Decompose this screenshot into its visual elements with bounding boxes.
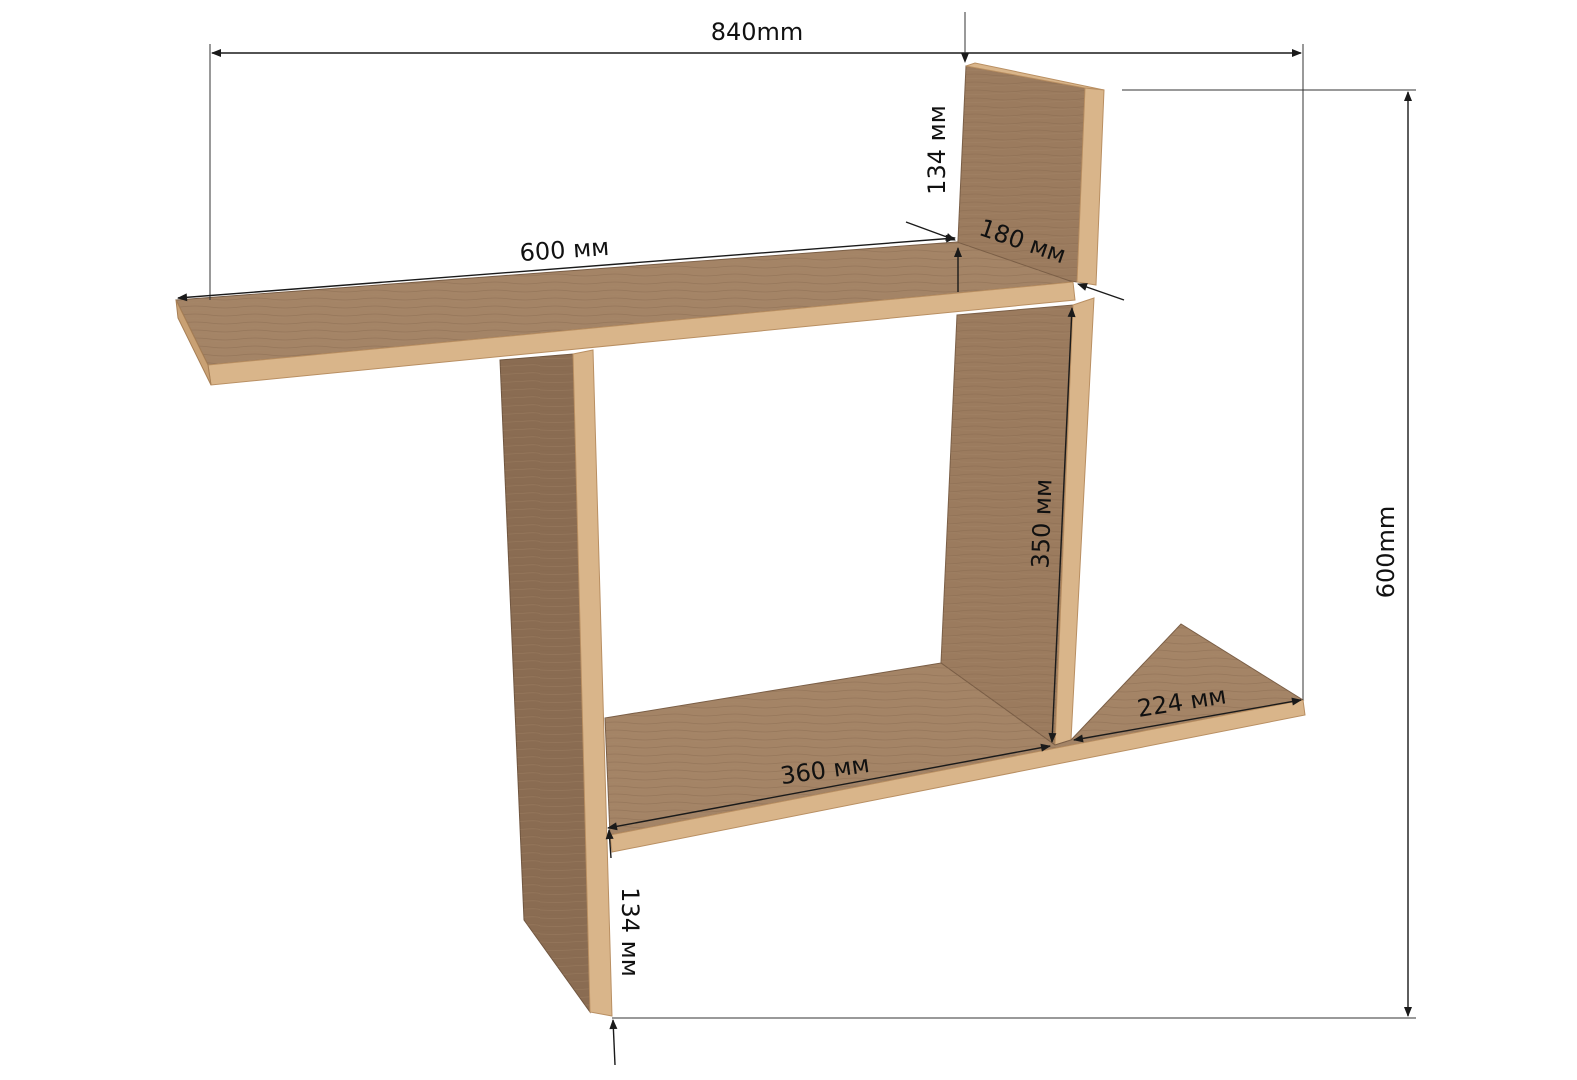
dimension-overall-height: 600mm — [612, 89, 1416, 1019]
label-bottom-upright-height: 134 мм — [616, 887, 644, 977]
top-right-upright-panel — [956, 62, 1105, 286]
dimension-top-upright-height: 134 мм — [923, 105, 962, 292]
label-overall-height: 600mm — [1372, 506, 1400, 599]
label-middle-upright-height: 350 мм — [1026, 478, 1057, 569]
dimension-overall-width: 840mm — [209, 12, 1304, 700]
dimension-top-shelf-length: 600 мм — [177, 233, 956, 302]
label-top-upright-height: 134 мм — [923, 105, 951, 195]
left-upright-panel — [499, 349, 613, 1017]
dimension-bottom-upright-height: 134 мм — [605, 829, 644, 1066]
label-top-shelf-length: 600 мм — [519, 233, 610, 267]
middle-right-upright-panel — [940, 297, 1095, 746]
label-overall-width: 840mm — [711, 18, 804, 46]
dimension-middle-upright-height: 350 мм — [1026, 307, 1076, 743]
